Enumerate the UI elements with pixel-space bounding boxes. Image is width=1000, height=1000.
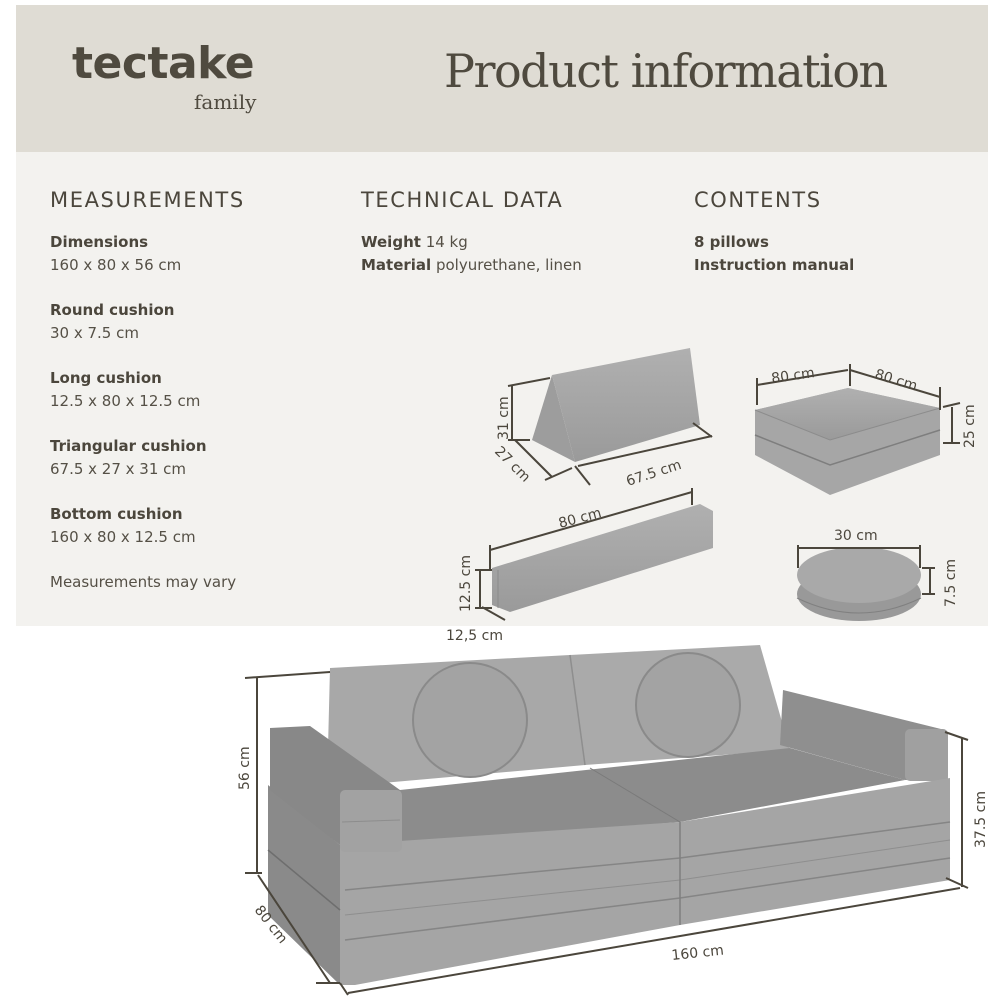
stack-depth-label: 80 cm — [873, 367, 919, 395]
folded-stack-diagram: 80 cm 80 cm 25 cm — [754, 364, 978, 495]
round-cushion-diagram: 30 cm 7.5 cm — [796, 528, 959, 621]
contents-item-manual: Instruction manual — [694, 256, 855, 274]
triangular-cushion-value: 67.5 x 27 x 31 cm — [50, 460, 187, 478]
sofa-width-label: 160 cm — [671, 943, 725, 964]
material-value: polyurethane, linen — [435, 256, 582, 274]
long-cushion-label: Long cushion — [50, 369, 162, 387]
long-depth-label: 12,5 cm — [446, 628, 503, 644]
brand-name: tectake — [72, 38, 255, 89]
round-diameter-label: 30 cm — [834, 528, 878, 544]
measurements-heading: MEASUREMENTS — [50, 188, 245, 212]
round-cushion-label: Round cushion — [50, 301, 175, 319]
technical-data-heading: TECHNICAL DATA — [361, 188, 564, 212]
tri-height-label: 31 cm — [496, 396, 512, 440]
stack-width-label: 80 cm — [770, 365, 815, 387]
long-length-label: 80 cm — [557, 505, 603, 532]
tri-length-label: 67.5 cm — [624, 457, 683, 490]
material-row: Material polyurethane, linen — [361, 258, 582, 273]
brand-subtitle: family — [194, 90, 257, 114]
long-cushion-diagram: 80 cm 12.5 cm 12,5 cm — [446, 488, 713, 644]
weight-value: 14 kg — [425, 233, 468, 251]
header-banner — [16, 5, 988, 152]
contents-item-pillows: 8 pillows — [694, 233, 769, 251]
stack-height-label: 25 cm — [962, 404, 978, 448]
dimensions-value: 160 x 80 x 56 cm — [50, 256, 182, 274]
long-cushion-value: 12.5 x 80 x 12.5 cm — [50, 392, 201, 410]
bottom-cushion-label: Bottom cushion — [50, 505, 183, 523]
triangular-cushion-label: Triangular cushion — [50, 437, 207, 455]
dimensions-label: Dimensions — [50, 233, 149, 251]
weight-label: Weight — [361, 233, 421, 251]
round-cushion-value: 30 x 7.5 cm — [50, 324, 139, 342]
round-height-label: 7.5 cm — [943, 559, 959, 607]
bottom-cushion-value: 160 x 80 x 12.5 cm — [50, 528, 196, 546]
sofa-height-label: 56 cm — [237, 746, 253, 790]
sofa-diagram: 56 cm 80 cm 160 cm 37.5 cm — [237, 645, 989, 996]
long-height-label: 12.5 cm — [458, 555, 474, 612]
material-label: Material — [361, 256, 432, 274]
tri-depth-label: 27 cm — [491, 444, 533, 486]
weight-row: Weight 14 kg — [361, 235, 468, 250]
triangular-cushion-diagram: 31 cm 27 cm 67.5 cm — [491, 348, 713, 490]
page-title: Product information — [444, 44, 888, 98]
measurements-note: Measurements may vary — [50, 573, 237, 591]
contents-heading: CONTENTS — [694, 188, 822, 212]
sofa-seat-height-label: 37.5 cm — [973, 791, 989, 848]
